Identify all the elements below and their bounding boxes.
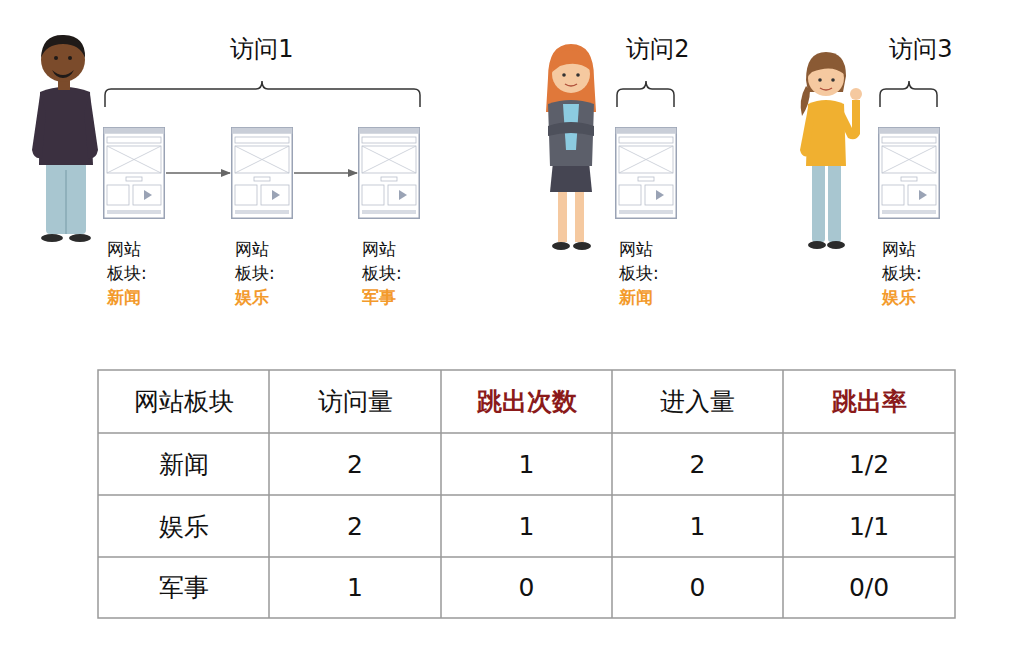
section-name: 新闻 — [619, 285, 677, 309]
table-cell: 2 — [271, 497, 439, 555]
page-thumbnail — [231, 127, 293, 219]
section-name: 新闻 — [107, 285, 165, 309]
table-cell: 新闻 — [100, 435, 267, 493]
table-cell: 0 — [614, 559, 781, 616]
table-cell: 1 — [443, 497, 610, 555]
page-thumbnail — [358, 127, 420, 219]
table-grid — [98, 370, 955, 618]
table-header: 网站板块 — [100, 372, 267, 431]
table-cell: 2 — [271, 435, 439, 493]
table-cell: 1 — [443, 435, 610, 493]
person-man — [32, 35, 98, 242]
page-thumbnail — [615, 127, 677, 219]
table-header: 跳出率 — [785, 372, 953, 431]
page-node: 网站 板块:娱乐 — [878, 127, 940, 309]
table-cell: 娱乐 — [100, 497, 267, 555]
page-thumbnail — [878, 127, 940, 219]
person-woman — [546, 44, 596, 250]
page-node: 网站 板块:新闻 — [103, 127, 165, 309]
table-cell: 1 — [614, 497, 781, 555]
section-name: 娱乐 — [882, 285, 940, 309]
section-caption: 网站 板块: — [235, 237, 285, 285]
table-header: 跳出次数 — [443, 372, 610, 431]
flow-arrow — [294, 172, 357, 174]
table-cell: 军事 — [100, 559, 267, 616]
table-header: 进入量 — [614, 372, 781, 431]
section-name: 军事 — [362, 285, 420, 309]
section-caption: 网站 板块: — [362, 237, 412, 285]
page-thumbnail — [103, 127, 165, 219]
visit-label: 访问1 — [197, 34, 327, 64]
section-name: 娱乐 — [235, 285, 293, 309]
section-caption: 网站 板块: — [619, 237, 669, 285]
table-cell: 0/0 — [785, 559, 953, 616]
page-node: 网站 板块:娱乐 — [231, 127, 293, 309]
visit-label: 访问2 — [593, 34, 723, 64]
page-node: 网站 板块:军事 — [358, 127, 420, 309]
table-cell: 2 — [614, 435, 781, 493]
section-caption: 网站 板块: — [107, 237, 157, 285]
table-cell: 1 — [271, 559, 439, 616]
flow-arrow — [166, 172, 230, 174]
table-cell: 1/2 — [785, 435, 953, 493]
person-woman — [800, 52, 862, 249]
section-caption: 网站 板块: — [882, 237, 932, 285]
page-node: 网站 板块:新闻 — [615, 127, 677, 309]
table-cell: 1/1 — [785, 497, 953, 555]
table-cell: 0 — [443, 559, 610, 616]
table-header: 访问量 — [271, 372, 439, 431]
visit-label: 访问3 — [856, 34, 986, 64]
